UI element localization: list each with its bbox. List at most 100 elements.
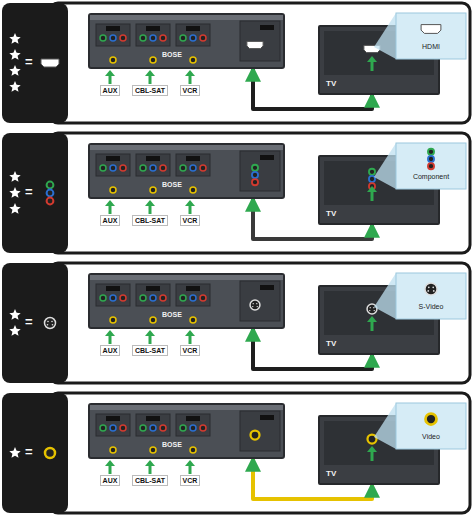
panel: [2, 3, 470, 123]
tv-label: TV: [326, 209, 336, 218]
console-panel: [90, 275, 283, 327]
input-arrow: [189, 335, 192, 344]
input-arrowhead: [145, 330, 155, 336]
input-arrow: [109, 75, 112, 84]
input-tag: AUX: [100, 215, 121, 226]
connector-icon: [45, 318, 56, 329]
panel: [2, 133, 470, 253]
zoom-box: [396, 403, 466, 449]
input-arrowhead: [145, 200, 155, 206]
connector-name: Component: [413, 173, 449, 180]
input-tag: VCR: [180, 215, 201, 226]
equals-sign: =: [25, 314, 33, 329]
rating-tab: [2, 393, 68, 513]
input-arrowhead: [185, 460, 195, 466]
brand-logo: BOSE: [162, 181, 182, 188]
connector-icon: [47, 182, 54, 205]
zoom-wedge: [374, 403, 396, 449]
panel: [2, 393, 470, 513]
console-box: BOSE: [88, 403, 285, 459]
connector-icon: [45, 448, 55, 458]
input-tag: CBL-SAT: [132, 345, 168, 356]
input-tag: VCR: [180, 475, 201, 486]
rating-tab: [2, 263, 68, 383]
zoom-box: [396, 13, 466, 59]
brand-logo: BOSE: [162, 51, 182, 58]
rating-tab: [2, 133, 68, 253]
star-symbol: [9, 447, 20, 458]
zoom-box: [396, 143, 466, 189]
connector-icon: [421, 25, 441, 34]
star-symbol: [9, 33, 20, 44]
console-box: BOSE: [88, 143, 285, 199]
connector-name: S-Video: [419, 303, 444, 310]
panel-frame: [50, 3, 470, 123]
input-arrow: [109, 335, 112, 344]
zoom-wedge: [374, 143, 396, 189]
equals-sign: =: [25, 184, 33, 199]
input-tag: CBL-SAT: [132, 215, 168, 226]
console-box: BOSE: [88, 13, 285, 69]
input-tag: VCR: [180, 85, 201, 96]
input-arrow: [109, 205, 112, 214]
input-arrowhead: [185, 330, 195, 336]
star-symbol: [9, 49, 20, 60]
input-arrow: [149, 75, 152, 84]
input-tag: AUX: [100, 345, 121, 356]
input-arrow: [189, 465, 192, 474]
input-tag: AUX: [100, 85, 121, 96]
star-symbol: [9, 325, 20, 336]
input-tag: CBL-SAT: [132, 475, 168, 486]
brand-logo: BOSE: [162, 311, 182, 318]
brand-logo: BOSE: [162, 441, 182, 448]
input-arrowhead: [105, 70, 115, 76]
console-panel: [90, 15, 283, 67]
input-arrowhead: [185, 200, 195, 206]
connector-name: Video: [422, 433, 440, 440]
input-arrow: [149, 465, 152, 474]
star-symbol: [9, 203, 20, 214]
console-box: BOSE: [88, 273, 285, 329]
star-symbol: [9, 65, 20, 76]
connector-icon: [426, 414, 437, 425]
equals-sign: =: [25, 444, 33, 459]
tv-label: TV: [326, 79, 336, 88]
connector-icon: [41, 59, 59, 67]
star-symbol: [9, 187, 20, 198]
input-arrow: [189, 75, 192, 84]
zoom-box: [396, 273, 466, 319]
input-arrow: [149, 205, 152, 214]
connector-icon: [425, 283, 437, 295]
star-symbol: [9, 171, 20, 182]
console-panel: [90, 145, 283, 197]
connector-icon: [428, 149, 434, 170]
input-arrowhead: [105, 200, 115, 206]
console-panel: [90, 405, 283, 457]
input-arrow: [189, 205, 192, 214]
star-symbol: [9, 81, 20, 92]
input-arrowhead: [105, 330, 115, 336]
zoom-wedge: [374, 13, 396, 59]
rating-tab: [2, 3, 68, 123]
star-symbol: [9, 309, 20, 320]
input-tag: VCR: [180, 345, 201, 356]
panel-frame: [50, 393, 470, 513]
input-arrowhead: [105, 460, 115, 466]
input-tag: CBL-SAT: [132, 85, 168, 96]
panel-frame: [50, 263, 470, 383]
tv-label: TV: [326, 469, 336, 478]
panel-frame: [50, 133, 470, 253]
input-arrowhead: [145, 460, 155, 466]
tv-label: TV: [326, 339, 336, 348]
panel: [2, 263, 470, 383]
input-arrowhead: [145, 70, 155, 76]
equals-sign: =: [25, 54, 33, 69]
connector-name: HDMI: [422, 43, 440, 50]
input-arrowhead: [185, 70, 195, 76]
input-tag: AUX: [100, 475, 121, 486]
input-arrow: [109, 465, 112, 474]
input-arrow: [149, 335, 152, 344]
zoom-wedge: [374, 273, 396, 319]
